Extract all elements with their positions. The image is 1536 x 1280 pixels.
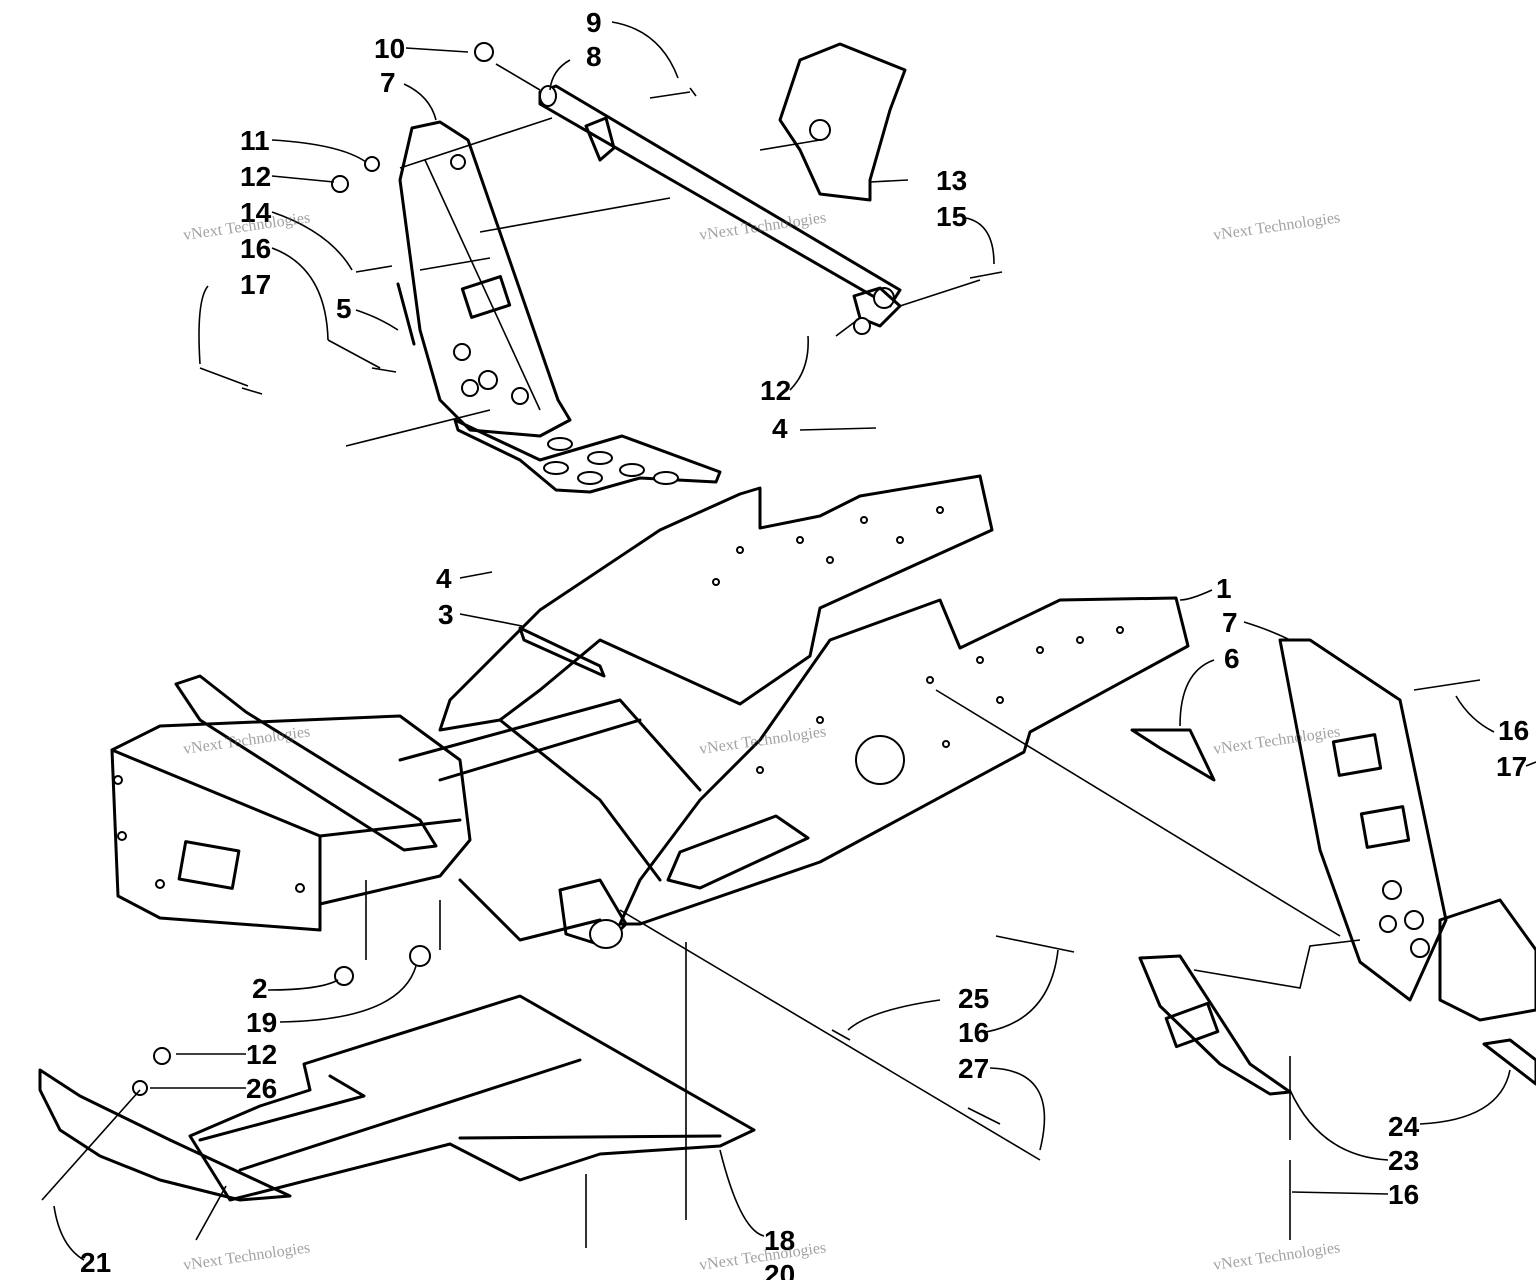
callout-18: 18 (764, 1225, 795, 1256)
callout-17-upper: 17 (240, 269, 271, 300)
callout-10: 10 (374, 33, 405, 64)
svg-text:vNext Technologies: vNext Technologies (1212, 209, 1341, 244)
svg-text:vNext Technologies: vNext Technologies (1212, 1239, 1341, 1274)
callout-9: 9 (586, 7, 602, 38)
svg-text:vNext Technologies: vNext Technologies (182, 1239, 311, 1274)
callout-labels: 1 2 3 4 4 5 6 7 7 8 9 10 11 12 12 12 13 … (80, 7, 1529, 1280)
svg-text:vNext Technologies: vNext Technologies (182, 723, 311, 758)
steering-post-assembly (199, 42, 1003, 494)
leader-lines (53, 21, 1536, 1261)
callout-26: 26 (246, 1073, 277, 1104)
callout-27: 27 (958, 1053, 989, 1084)
right-steering-bracket-assembly (619, 638, 1536, 1240)
callout-5: 5 (336, 293, 352, 324)
callout-21: 21 (80, 1247, 111, 1278)
watermark: vNext Technologies vNext Technologies vN… (182, 209, 1341, 1274)
callout-15: 15 (936, 201, 967, 232)
callout-14: 14 (240, 197, 272, 228)
callout-16-middle: 16 (958, 1017, 989, 1048)
callout-13: 13 (936, 165, 967, 196)
belly-pan-and-skid (38, 942, 756, 1248)
callout-11: 11 (240, 125, 270, 156)
callout-12-upper: 12 (240, 161, 271, 192)
svg-text:vNext Technologies: vNext Technologies (698, 209, 827, 244)
callout-16-upper: 16 (240, 233, 271, 264)
callout-16-right: 16 (1498, 715, 1529, 746)
callout-25: 25 (958, 983, 989, 1014)
callout-20: 20 (764, 1259, 795, 1280)
callout-17-right: 17 (1496, 751, 1527, 782)
svg-text:vNext Technologies: vNext Technologies (698, 1239, 827, 1274)
callout-4-upper: 4 (772, 413, 788, 444)
callout-4-lower: 4 (436, 563, 452, 594)
callout-12-lower: 12 (246, 1039, 277, 1070)
chassis-rivet-holes (712, 506, 1124, 774)
callout-2: 2 (252, 973, 268, 1004)
callout-8: 8 (586, 41, 602, 72)
callout-23: 23 (1388, 1145, 1419, 1176)
callout-19: 19 (246, 1007, 277, 1038)
callout-6: 6 (1224, 643, 1240, 674)
callout-16-lower: 16 (1388, 1179, 1419, 1210)
callout-12-middle: 12 (760, 375, 791, 406)
callout-7-upper: 7 (380, 67, 396, 98)
callout-24: 24 (1388, 1111, 1420, 1142)
callout-1: 1 (1216, 573, 1232, 604)
callout-3: 3 (438, 599, 454, 630)
main-chassis (110, 474, 1190, 986)
svg-text:vNext Technologies: vNext Technologies (698, 723, 827, 758)
callout-7-right: 7 (1222, 607, 1238, 638)
svg-text:vNext Technologies: vNext Technologies (1212, 723, 1341, 758)
